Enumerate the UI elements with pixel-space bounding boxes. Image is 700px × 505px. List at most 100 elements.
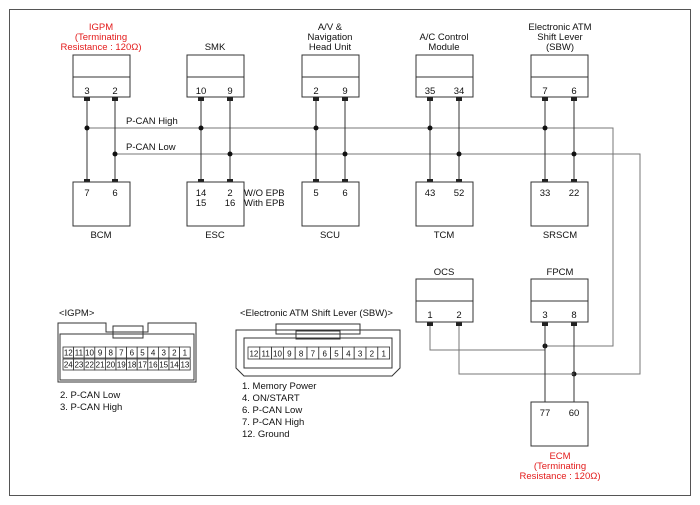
connector-pin-number: 23 (74, 361, 83, 370)
connector-pin-number: 11 (262, 350, 271, 359)
connector-pin-number: 10 (85, 349, 94, 358)
svg-text:12. Ground: 12. Ground (242, 429, 290, 440)
connector-pin-number: 9 (287, 350, 292, 359)
connector-pin-number: 7 (119, 349, 124, 358)
connector-pin-number: 1 (381, 350, 386, 359)
connector-pin-number: 7 (311, 350, 316, 359)
svg-text:6. P-CAN Low: 6. P-CAN Low (242, 405, 302, 416)
connector-pin-number: 12 (249, 350, 258, 359)
p-can-high-label: P-CAN High (126, 116, 178, 127)
svg-text:Shift Lever: Shift Lever (537, 32, 582, 43)
svg-text:With EPB: With EPB (244, 198, 285, 209)
connector-pin-number: 11 (75, 349, 84, 358)
svg-text:<Electronic ATM Shift Lever (S: <Electronic ATM Shift Lever (SBW)> (240, 308, 393, 319)
vertical-wires (86, 100, 575, 182)
connector-pin-number: 2 (172, 349, 177, 358)
igpm-pin-cell (179, 358, 191, 371)
connector-pin-number: 5 (334, 350, 339, 359)
svg-text:1: 1 (427, 310, 432, 321)
connector-pin-number: 17 (138, 361, 147, 370)
connector-pin-number: 20 (106, 361, 115, 370)
module-igpm-title: IGPM (Terminating Resistance : 120Ω) (60, 22, 141, 53)
svg-text:A/V &: A/V & (318, 22, 343, 33)
connector-pin-number: 22 (85, 361, 94, 370)
svg-text:2. P-CAN Low: 2. P-CAN Low (60, 390, 120, 401)
module-esc: 14 2 15 16 W/O EPB With EPB ESC (186, 181, 285, 241)
svg-text:35: 35 (425, 86, 436, 97)
svg-text:9: 9 (342, 86, 347, 97)
svg-text:77: 77 (540, 408, 551, 419)
connector-pin-number: 18 (127, 361, 136, 370)
svg-text:W/O EPB: W/O EPB (244, 188, 285, 199)
svg-text:43: 43 (425, 188, 436, 199)
svg-text:1. Memory Power: 1. Memory Power (242, 381, 316, 392)
svg-text:ESC: ESC (205, 230, 225, 241)
svg-text:7: 7 (542, 86, 547, 97)
svg-text:TCM: TCM (434, 230, 455, 241)
svg-text:7. P-CAN High: 7. P-CAN High (242, 417, 304, 428)
svg-text:BCM: BCM (90, 230, 111, 241)
connector-pin-number: 19 (117, 361, 126, 370)
svg-text:60: 60 (569, 408, 580, 419)
module-ac-control-title: A/C Control Module (419, 32, 468, 53)
connector-pin-number: 14 (170, 361, 179, 370)
svg-text:SMK: SMK (205, 42, 226, 53)
connector-pin-number: 6 (322, 350, 327, 359)
module-scu: 5 6 SCU (301, 181, 360, 241)
connector-pin-number: 4 (346, 350, 351, 359)
svg-text:Electronic ATM: Electronic ATM (528, 22, 591, 33)
module-ac-control: 35 34 (415, 54, 474, 98)
svg-text:22: 22 (569, 188, 580, 199)
module-ecm: 77 60 ECM (Terminating Resistance : 120Ω… (519, 401, 601, 482)
svg-text:5: 5 (313, 188, 318, 199)
connector-pin-number: 4 (151, 349, 156, 358)
connector-pin-number: 15 (159, 361, 168, 370)
module-ocs: OCS 1 2 (415, 267, 474, 323)
junction-dots (84, 125, 577, 377)
svg-text:OCS: OCS (434, 267, 455, 278)
svg-text:(Terminating: (Terminating (75, 32, 127, 43)
connector-pin-number: 10 (273, 350, 282, 359)
svg-text:Resistance : 120Ω): Resistance : 120Ω) (519, 471, 600, 482)
svg-text:6: 6 (112, 188, 117, 199)
connector-pin-number: 12 (64, 349, 73, 358)
svg-text:2: 2 (456, 310, 461, 321)
svg-text:Module: Module (428, 42, 459, 53)
connector-pin-number: 16 (149, 361, 158, 370)
svg-text:14: 14 (196, 188, 207, 199)
svg-text:A/C Control: A/C Control (419, 32, 468, 43)
connector-pin-number: 24 (64, 361, 73, 370)
svg-text:3: 3 (542, 310, 547, 321)
module-sbw: 7 6 (530, 54, 589, 98)
module-srscm: 33 22 SRSCM (530, 181, 589, 241)
svg-text:6: 6 (571, 86, 576, 97)
svg-text:ECM: ECM (549, 451, 570, 462)
svg-text:4. ON/START: 4. ON/START (242, 393, 300, 404)
svg-text:2: 2 (313, 86, 318, 97)
module-tcm: 43 52 TCM (415, 181, 474, 241)
svg-text:FPCM: FPCM (547, 267, 574, 278)
svg-text:(SBW): (SBW) (546, 42, 574, 53)
module-bcm: 7 6 BCM (72, 181, 131, 241)
svg-text:3. P-CAN High: 3. P-CAN High (60, 402, 122, 413)
diagram-frame (9, 9, 691, 496)
connector-pin-number: 2 (370, 350, 375, 359)
svg-text:8: 8 (571, 310, 576, 321)
connector-pin-number: 1 (183, 349, 188, 358)
module-igpm: 3 2 (72, 54, 131, 98)
connector-pin-number: 8 (299, 350, 304, 359)
module-smk-title: SMK (205, 42, 226, 53)
module-smk: 10 9 (186, 54, 245, 98)
connector-pin-number: 3 (161, 349, 166, 358)
svg-text:Head Unit: Head Unit (309, 42, 352, 53)
svg-text:2: 2 (227, 188, 232, 199)
sbw-pin-cell (377, 346, 390, 360)
svg-text:7: 7 (84, 188, 89, 199)
svg-text:10: 10 (196, 86, 207, 97)
svg-text:Navigation: Navigation (308, 32, 353, 43)
